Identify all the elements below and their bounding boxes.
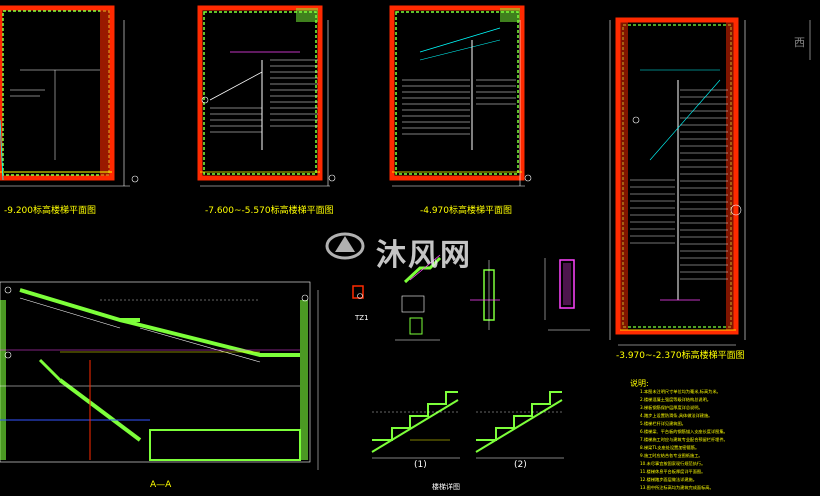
watermark-logo-icon <box>325 232 365 260</box>
corner-text: 西 <box>794 36 805 49</box>
stair-plan-4 <box>609 17 811 346</box>
plan-3-title: -4.970标高楼梯平面图 <box>420 206 513 216</box>
note-line: 11.楼梯休息平台板厚度详平面图。 <box>640 469 706 474</box>
note-line: 9.施工时应结合各专业图纸施工。 <box>640 453 703 458</box>
plan-4-title: -3.970~-2.370标高楼梯平面图 <box>616 351 745 361</box>
notes-title: 说明: <box>630 379 649 388</box>
stair-plan-2 <box>197 5 336 187</box>
stair-plan-1 <box>0 5 139 187</box>
note-line: 7.楼梯施工时应与建筑专业配合预留栏杆埋件。 <box>640 437 728 442</box>
plan-1-title: -9.200标高楼梯平面图 <box>4 206 97 216</box>
watermark-text: 沐风网 <box>376 238 472 273</box>
tz-detail <box>352 285 364 299</box>
note-line: 6.楼梯梁、平台板的钢筋锚入支座长度详图集。 <box>640 429 728 434</box>
note-line: 12.楼梯踏步面层做法详建施。 <box>640 477 697 482</box>
joint-node-1-label: (1) <box>414 460 427 470</box>
plan-2-title: -7.600~-5.570标高楼梯平面图 <box>205 206 334 216</box>
section-detail-1 <box>395 254 442 341</box>
joint-detail-2 <box>475 391 564 459</box>
note-line: 8.梯梁TL支座处设置加密箍筋。 <box>640 445 700 450</box>
joint-detail-title: 楼梯详图 <box>432 483 460 491</box>
note-line: 2.楼梯混凝土强度等级详结构总说明。 <box>640 397 711 402</box>
note-line: 5.楼梯栏杆详见建筑图。 <box>640 421 686 426</box>
section-title: A—A <box>150 480 172 490</box>
watermark: 沐风网 <box>330 230 472 274</box>
stair-plan-3 <box>389 5 532 187</box>
joint-node-2-label: (2) <box>514 460 527 470</box>
section-detail-2 <box>470 260 500 330</box>
joint-detail-1 <box>371 391 460 459</box>
note-line: 13.图中所注标高均为建筑完成面标高。 <box>640 485 714 490</box>
tz-label: TZ1 <box>355 314 369 322</box>
note-line: 3.梯板钢筋保护层厚度详总说明。 <box>640 405 703 410</box>
note-line: 4.踏步上设置防滑条,具体做法详建施。 <box>640 413 713 418</box>
note-line: 1.本图未注明尺寸单位均为毫米,标高为米。 <box>640 389 721 394</box>
stair-section-a-a <box>0 281 319 470</box>
notes-list: 1.本图未注明尺寸单位均为毫米,标高为米。 2.楼梯混凝土强度等级详结构总说明。… <box>640 388 815 492</box>
section-detail-3 <box>544 258 590 331</box>
note-line: 10.未尽事宜按国家现行规范执行。 <box>640 461 706 466</box>
